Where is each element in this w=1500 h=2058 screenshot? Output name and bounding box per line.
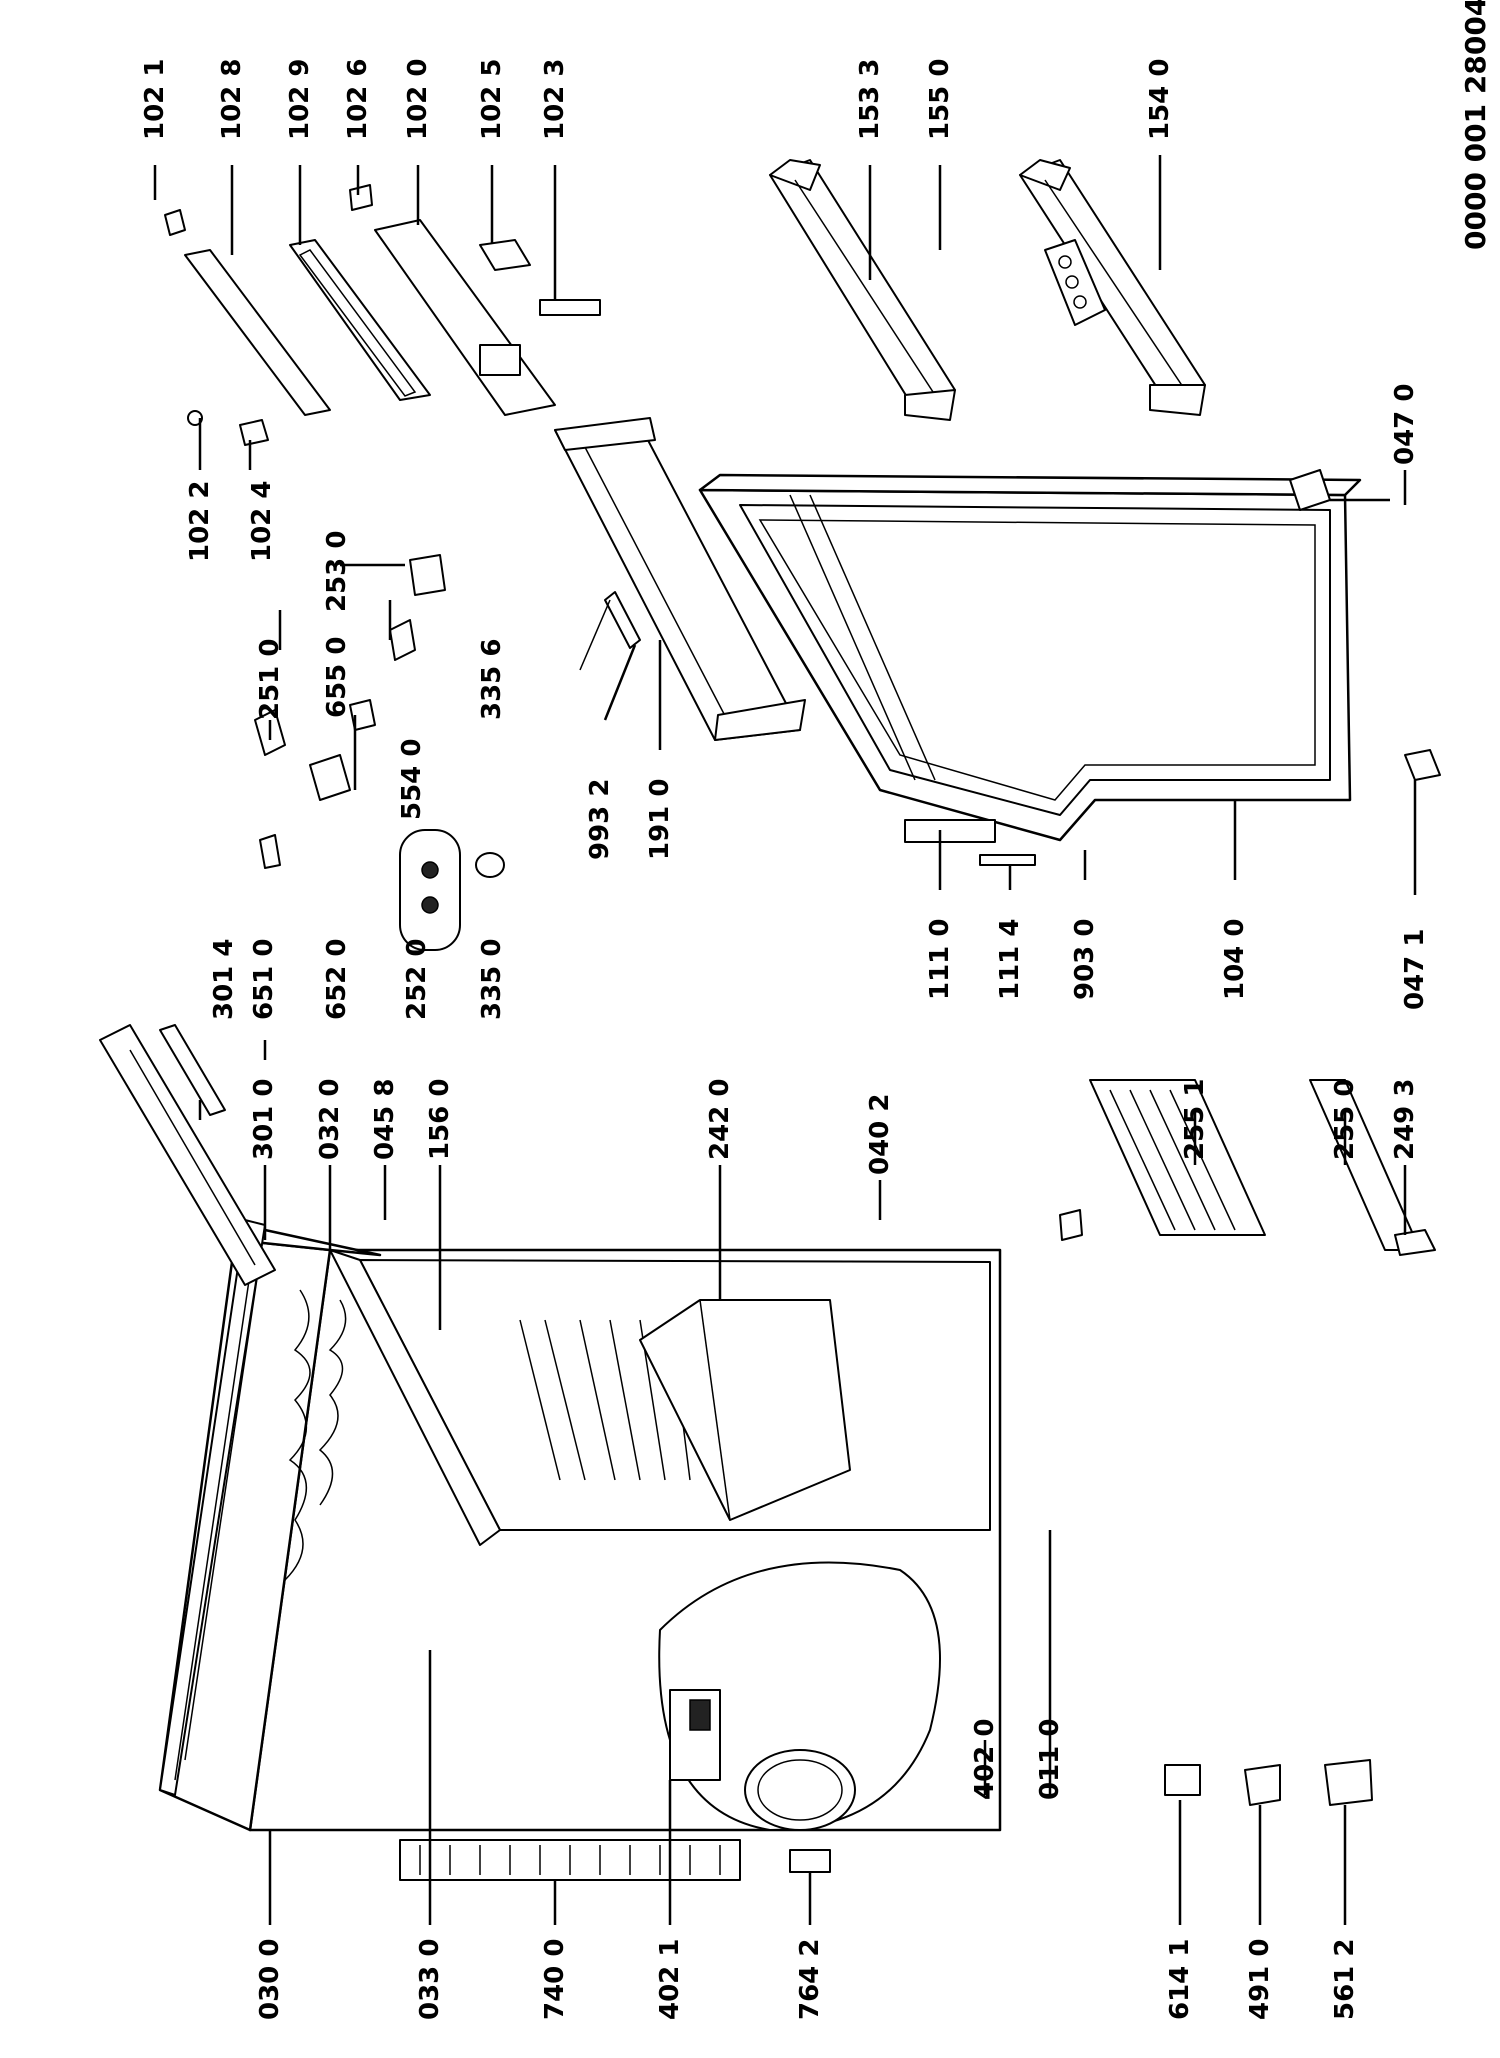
part-label: 402 0: [970, 1719, 1000, 1800]
part-label: 255 0: [1330, 1079, 1360, 1160]
part-label: 045 8: [370, 1079, 400, 1160]
part-label: 032 0: [315, 1079, 345, 1160]
part-label: 253 0: [322, 531, 352, 612]
part-label: 993 2: [585, 779, 615, 860]
part-label: 652 0: [322, 939, 352, 1020]
part-label: 554 0: [397, 739, 427, 820]
freezer-door-parts: [164, 184, 601, 446]
part-label: 104 0: [1220, 919, 1250, 1000]
part-label: 111 4: [995, 919, 1025, 1000]
part-label: 255 1: [1180, 1079, 1210, 1160]
part-label: 030 0: [255, 1939, 285, 2020]
cabinet: [158, 1219, 1002, 1881]
door-shelf-small: [1019, 159, 1206, 416]
part-label: 301 4: [209, 939, 239, 1020]
control-parts: [254, 554, 641, 951]
part-label: 156 0: [425, 1079, 455, 1160]
part-labels: 102 1 102 8 102 9 102 6 102 0 102 5 102 …: [140, 59, 1430, 2020]
part-label: 102 5: [477, 59, 507, 140]
part-label: 740 0: [540, 1939, 570, 2020]
part-label: 102 4: [247, 481, 277, 562]
part-label: 651 0: [249, 939, 279, 1020]
part-label: 011 0: [1035, 1719, 1065, 1800]
door-panel: [698, 473, 1362, 842]
part-illustrations: [99, 159, 1441, 1881]
part-label: 301 0: [249, 1079, 279, 1160]
part-label: 102 3: [540, 59, 570, 140]
leader-lines: [153, 155, 1417, 1925]
part-label: 402 1: [655, 1939, 685, 2020]
part-label: 102 6: [343, 59, 373, 140]
shelves: [1089, 1079, 1436, 1256]
part-label: 561 2: [1330, 1939, 1360, 2020]
part-label: 655 0: [322, 637, 352, 718]
part-label: 047 0: [1390, 384, 1420, 465]
part-label: 154 0: [1145, 59, 1175, 140]
part-label: 153 3: [855, 59, 885, 140]
part-label: 102 9: [285, 59, 315, 140]
part-label: 335 6: [477, 639, 507, 720]
part-label: 040 2: [865, 1094, 895, 1175]
part-label: 249 3: [1390, 1079, 1420, 1160]
part-label: 033 0: [415, 1939, 445, 2020]
part-label: 491 0: [1245, 1939, 1275, 2020]
part-label: 102 2: [185, 481, 215, 562]
part-label: 903 0: [1070, 919, 1100, 1000]
part-label: 764 2: [795, 1939, 825, 2020]
document-id: 0000 001 28004: [1459, 0, 1492, 250]
small-parts: [789, 469, 1441, 1873]
part-label: 242 0: [705, 1079, 735, 1160]
part-label: 155 0: [925, 59, 955, 140]
part-label: 252 0: [402, 939, 432, 1020]
part-label: 251 0: [255, 639, 285, 720]
part-label: 102 8: [217, 59, 247, 140]
part-label: 102 0: [403, 59, 433, 140]
top-trim: [99, 1024, 276, 1286]
part-label: 191 0: [645, 779, 675, 860]
egg-tray: [1044, 239, 1106, 326]
door-shelf-large: [769, 159, 956, 421]
part-label: 614 1: [1165, 1939, 1195, 2020]
part-label: 047 1: [1400, 929, 1430, 1010]
door-gasket: [554, 417, 806, 741]
part-label: 111 0: [925, 919, 955, 1000]
part-label: 102 1: [140, 59, 170, 140]
part-label: 335 0: [477, 939, 507, 1020]
